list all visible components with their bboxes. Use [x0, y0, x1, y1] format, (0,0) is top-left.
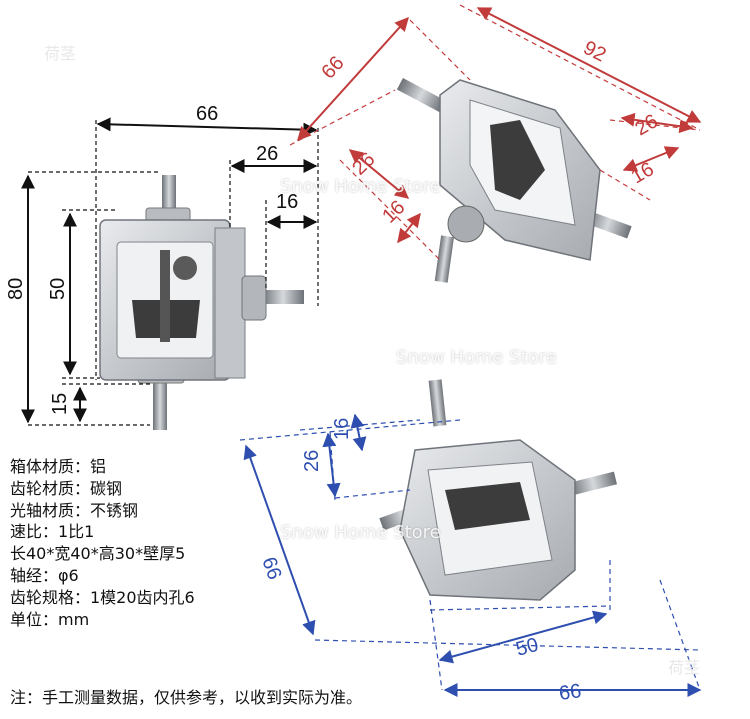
dim-top-16-right: 16: [628, 158, 658, 188]
dim-bot-50: 50: [514, 634, 541, 661]
watermark-top-left: 荷茎: [44, 44, 77, 63]
store-watermark: Snow Home Store: [280, 176, 441, 197]
side-shaft: [262, 290, 304, 304]
measurement-note: 注：手工测量数据，仅供参考，以收到实际为准。: [10, 688, 363, 707]
watermark-bottom-right: 荷茎: [668, 658, 701, 677]
dim-bot-26: 26: [301, 450, 323, 472]
dim-bot-16: 16: [331, 418, 353, 440]
store-watermark: Snow Home Store: [396, 347, 557, 368]
dim-bot-66: 66: [558, 680, 583, 705]
dim-top-66: 66: [317, 52, 348, 83]
dim-left-80: 80: [5, 278, 27, 300]
dim-left-16: 16: [276, 191, 298, 213]
spec-shaft-diameter: 轴经：φ6: [10, 565, 79, 585]
spec-unit: 单位：mm: [10, 609, 90, 629]
dim-left-50: 50: [47, 278, 69, 300]
bottom-shaft: [153, 375, 167, 430]
dim-top-16-left: 16: [378, 196, 409, 227]
dims-black: [21, 117, 319, 426]
spec-gear-spec: 齿轮规格：1模20齿内孔6: [10, 587, 195, 607]
dims-blue: [239, 413, 702, 697]
dim-left-15: 15: [49, 393, 71, 415]
dim-top-26-right: 26: [632, 110, 662, 140]
dims-red: [289, 4, 702, 261]
spec-housing-material: 箱体材质：铝: [10, 457, 107, 476]
spec-list: 箱体材质：铝 齿轮材质：碳钢 光轴材质：不锈钢 速比：1比1 长40*宽40*高…: [10, 456, 390, 630]
store-watermark: Snow Home Store: [280, 522, 441, 543]
gearbox-iso-view-top: [396, 78, 632, 283]
dim-left-26: 26: [256, 143, 278, 165]
gearbox-front-view: [99, 175, 304, 430]
spec-ratio: 速比：1比1: [10, 522, 95, 542]
dim-left-66: 66: [196, 103, 218, 125]
gearbox-iso-view-bottom: [379, 379, 618, 601]
spec-shaft-material: 光轴材质：不锈钢: [10, 500, 139, 520]
spec-gear-material: 齿轮材质：碳钢: [10, 478, 123, 498]
spec-size: 长40*宽40*高30*壁厚5: [10, 544, 186, 564]
